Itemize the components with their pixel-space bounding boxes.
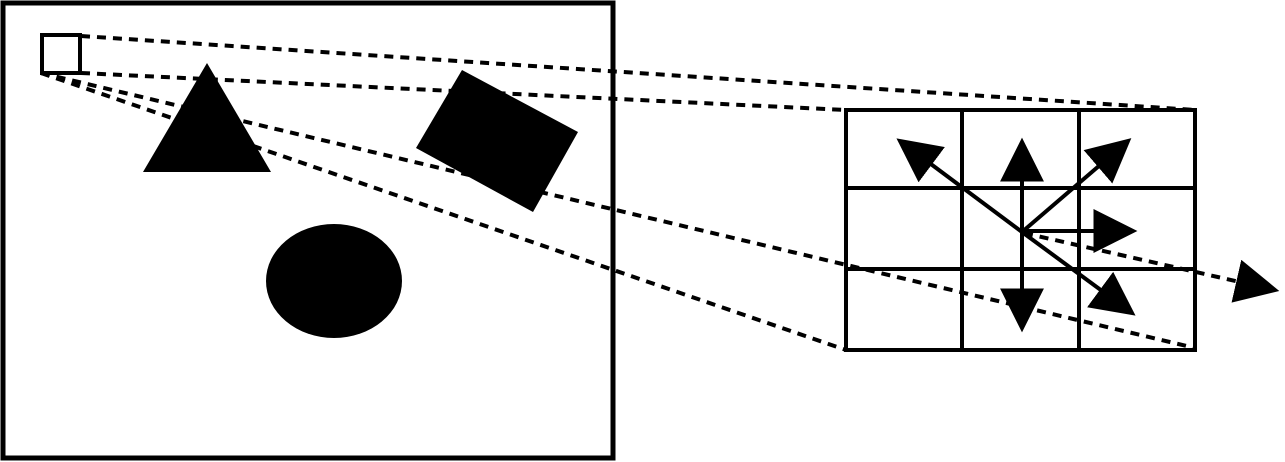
projection-lines	[40, 34, 1196, 352]
grid-border	[844, 108, 1197, 352]
arrow-down-right-icon	[1020, 230, 1136, 316]
ellipse-shape	[266, 224, 402, 338]
rotated-square-shape	[416, 70, 578, 212]
projection-line-middle	[40, 71, 1196, 350]
arrow-up-left-icon	[896, 138, 1024, 234]
image-frame	[0, 0, 616, 461]
projection-line-top	[80, 34, 1196, 112]
triangle-shape	[143, 63, 271, 172]
patch-square	[40, 33, 82, 75]
arrow-up-right-icon	[1020, 138, 1132, 234]
gradient-arrows	[896, 137, 1138, 333]
projection-line-bottom	[40, 71, 847, 352]
dashed-output-arrow	[1023, 231, 1280, 303]
